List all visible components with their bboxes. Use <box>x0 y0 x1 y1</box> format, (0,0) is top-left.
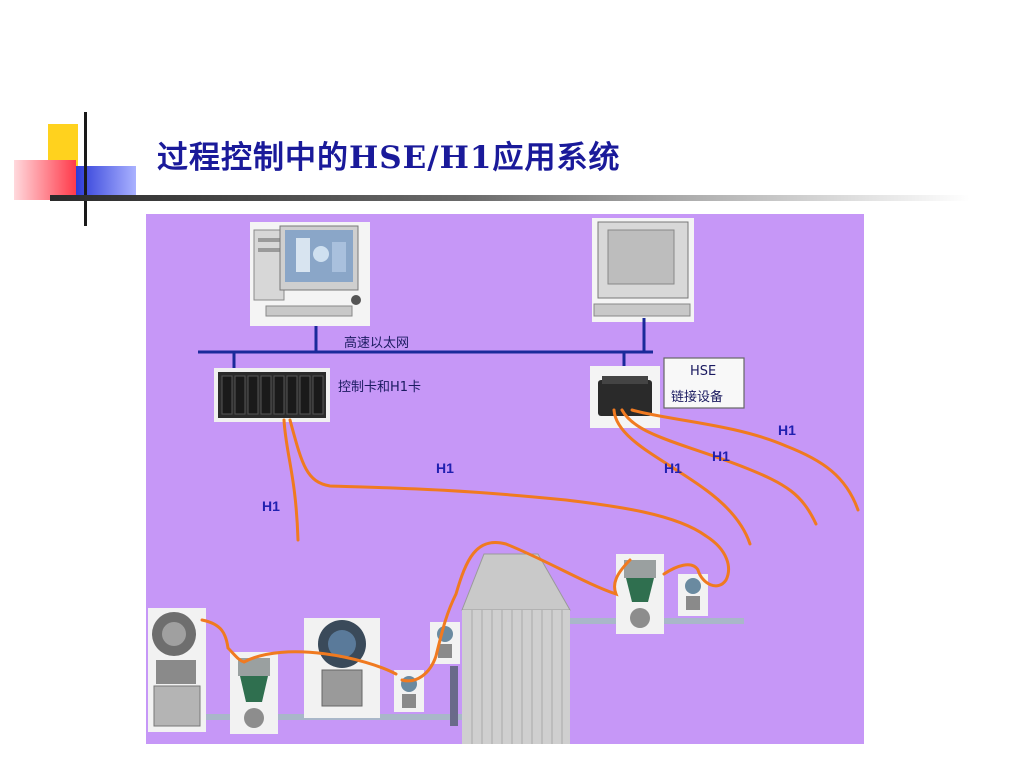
controller-label: 控制卡和H1卡 <box>338 380 422 395</box>
h1-label-controller: H1 <box>262 498 280 514</box>
title-underline <box>50 195 970 201</box>
ethernet-bus <box>198 318 653 372</box>
corner-red-square <box>14 160 76 200</box>
controller-rack <box>214 368 330 422</box>
h1-fieldbus-cables <box>200 408 860 683</box>
h1-label-hse-3: H1 <box>778 422 796 438</box>
h1-label-hse-2: H1 <box>712 448 730 464</box>
hse-box-line2: 链接设备 <box>671 390 724 405</box>
hse-box-line1: HSE <box>690 364 717 379</box>
storage-tank <box>461 553 571 744</box>
positioner-small-3 <box>678 574 708 616</box>
page-title: 过程控制中的HSE/H1应用系统 <box>157 140 621 176</box>
hse-h1-system-diagram: 高速以太网 控制卡和H1卡 HSE 链接设备 H1 H1 H1 H1 H1 <box>146 214 864 744</box>
corner-vertical-line <box>84 112 87 226</box>
operator-monitor <box>592 218 694 322</box>
pressure-transmitter-center <box>304 618 380 718</box>
pressure-transmitter-left <box>148 608 206 732</box>
diagram-canvas <box>148 218 860 744</box>
workstation-computer <box>250 222 370 326</box>
ethernet-label: 高速以太网 <box>344 336 410 351</box>
corner-yellow-square <box>48 124 78 166</box>
hse-link-device <box>590 357 745 428</box>
h1-label-hse-1: H1 <box>664 460 682 476</box>
h1-label-trunk: H1 <box>436 460 454 476</box>
control-valve-1 <box>230 652 278 734</box>
